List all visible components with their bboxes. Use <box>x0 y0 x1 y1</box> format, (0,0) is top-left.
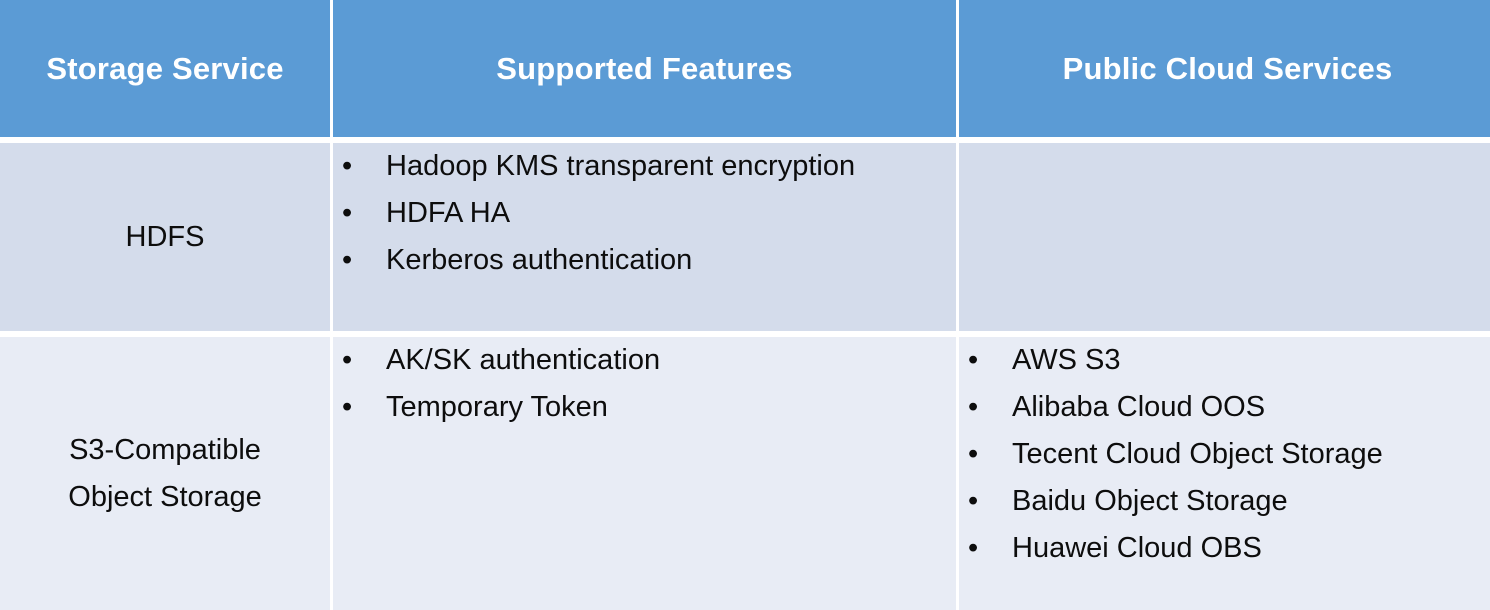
list-item: • Tecent Cloud Object Storage <box>959 431 1490 478</box>
cell-supported-features-hdfs: • Hadoop KMS transparent encryption • HD… <box>333 143 956 331</box>
service-name-s3: S3-Compatible Object Storage <box>68 427 261 521</box>
table-row: S3-Compatible Object Storage • AK/SK aut… <box>0 337 1490 610</box>
column-divider-2 <box>956 143 959 331</box>
bullet-icon: • <box>342 150 353 182</box>
header-label-storage-service: Storage Service <box>46 50 284 86</box>
bullet-icon: • <box>968 344 979 376</box>
list-item: • Alibaba Cloud OOS <box>959 384 1490 431</box>
list-item: • Temporary Token <box>333 384 956 431</box>
feature-list-s3: • AK/SK authentication • Temporary Token <box>333 337 956 431</box>
header-cell-supported-features: Supported Features <box>333 0 956 137</box>
list-item: • Kerberos authentication <box>333 237 956 284</box>
list-item-label: Kerberos authentication <box>386 244 693 276</box>
header-label-public-cloud-services: Public Cloud Services <box>1062 50 1393 86</box>
cell-public-cloud-services-hdfs-empty <box>959 143 1490 331</box>
column-divider-1 <box>330 0 333 137</box>
list-item: • HDFA HA <box>333 190 956 237</box>
cell-service-name-hdfs: HDFS <box>0 143 330 331</box>
feature-list-hdfs: • Hadoop KMS transparent encryption • HD… <box>333 143 956 284</box>
list-item-label: Alibaba Cloud OOS <box>1012 391 1266 423</box>
bullet-icon: • <box>968 438 979 470</box>
list-item-label: Hadoop KMS transparent encryption <box>386 150 856 182</box>
header-cell-public-cloud-services: Public Cloud Services <box>959 0 1490 137</box>
service-name-line: Object Storage <box>68 480 262 513</box>
cell-supported-features-s3: • AK/SK authentication • Temporary Token <box>333 337 956 610</box>
list-item: • AK/SK authentication <box>333 337 956 384</box>
bullet-icon: • <box>968 391 979 423</box>
list-item-label: Tecent Cloud Object Storage <box>1012 438 1383 470</box>
cloud-service-list: • AWS S3 • Alibaba Cloud OOS • Tecent Cl… <box>959 337 1490 572</box>
bullet-icon: • <box>968 532 979 564</box>
bullet-icon: • <box>342 391 353 423</box>
list-item: • Baidu Object Storage <box>959 478 1490 525</box>
list-item: • AWS S3 <box>959 337 1490 384</box>
column-divider-2 <box>956 337 959 610</box>
list-item: • Huawei Cloud OBS <box>959 525 1490 572</box>
bullet-icon: • <box>342 197 353 229</box>
column-divider-1 <box>330 143 333 331</box>
list-item: • Hadoop KMS transparent encryption <box>333 143 956 190</box>
table-header-row: Storage Service Supported Features Publi… <box>0 0 1490 137</box>
list-item-label: HDFA HA <box>386 197 511 229</box>
list-item-label: Huawei Cloud OBS <box>1012 532 1262 564</box>
list-item-label: AWS S3 <box>1012 344 1121 376</box>
table-row: HDFS • Hadoop KMS transparent encryption… <box>0 143 1490 331</box>
cell-service-name-s3: S3-Compatible Object Storage <box>0 337 330 610</box>
list-item-label: Temporary Token <box>386 391 608 423</box>
header-cell-storage-service: Storage Service <box>0 0 330 137</box>
bullet-icon: • <box>342 244 353 276</box>
service-name-hdfs: HDFS <box>126 214 205 261</box>
header-label-supported-features: Supported Features <box>496 50 793 86</box>
bullet-icon: • <box>342 344 353 376</box>
service-name-line: S3-Compatible <box>69 433 261 466</box>
column-divider-2 <box>956 0 959 137</box>
bullet-icon: • <box>968 485 979 517</box>
cell-public-cloud-services-s3: • AWS S3 • Alibaba Cloud OOS • Tecent Cl… <box>959 337 1490 610</box>
list-item-label: Baidu Object Storage <box>1012 485 1288 517</box>
column-divider-1 <box>330 337 333 610</box>
list-item-label: AK/SK authentication <box>386 344 661 376</box>
service-name-line: HDFS <box>125 220 205 253</box>
